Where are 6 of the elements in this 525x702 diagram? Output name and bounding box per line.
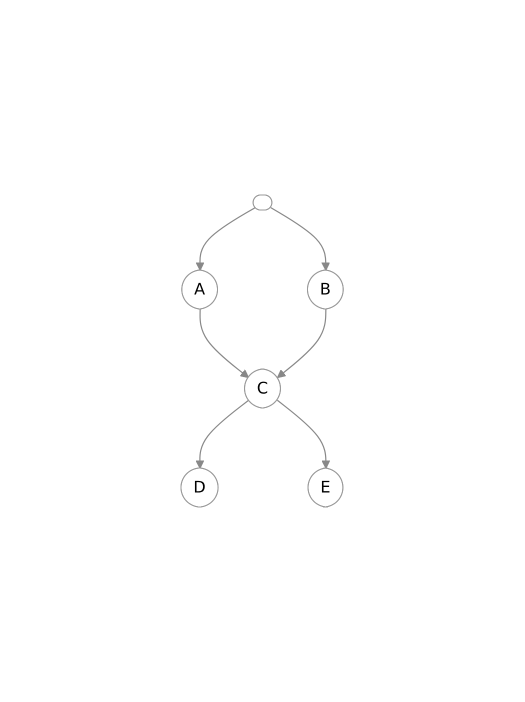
arrow (277, 400, 331, 469)
arrow (270, 207, 330, 271)
arrow (200, 309, 250, 378)
arrow (196, 207, 256, 271)
arrow (277, 309, 327, 378)
arrow (196, 400, 250, 469)
